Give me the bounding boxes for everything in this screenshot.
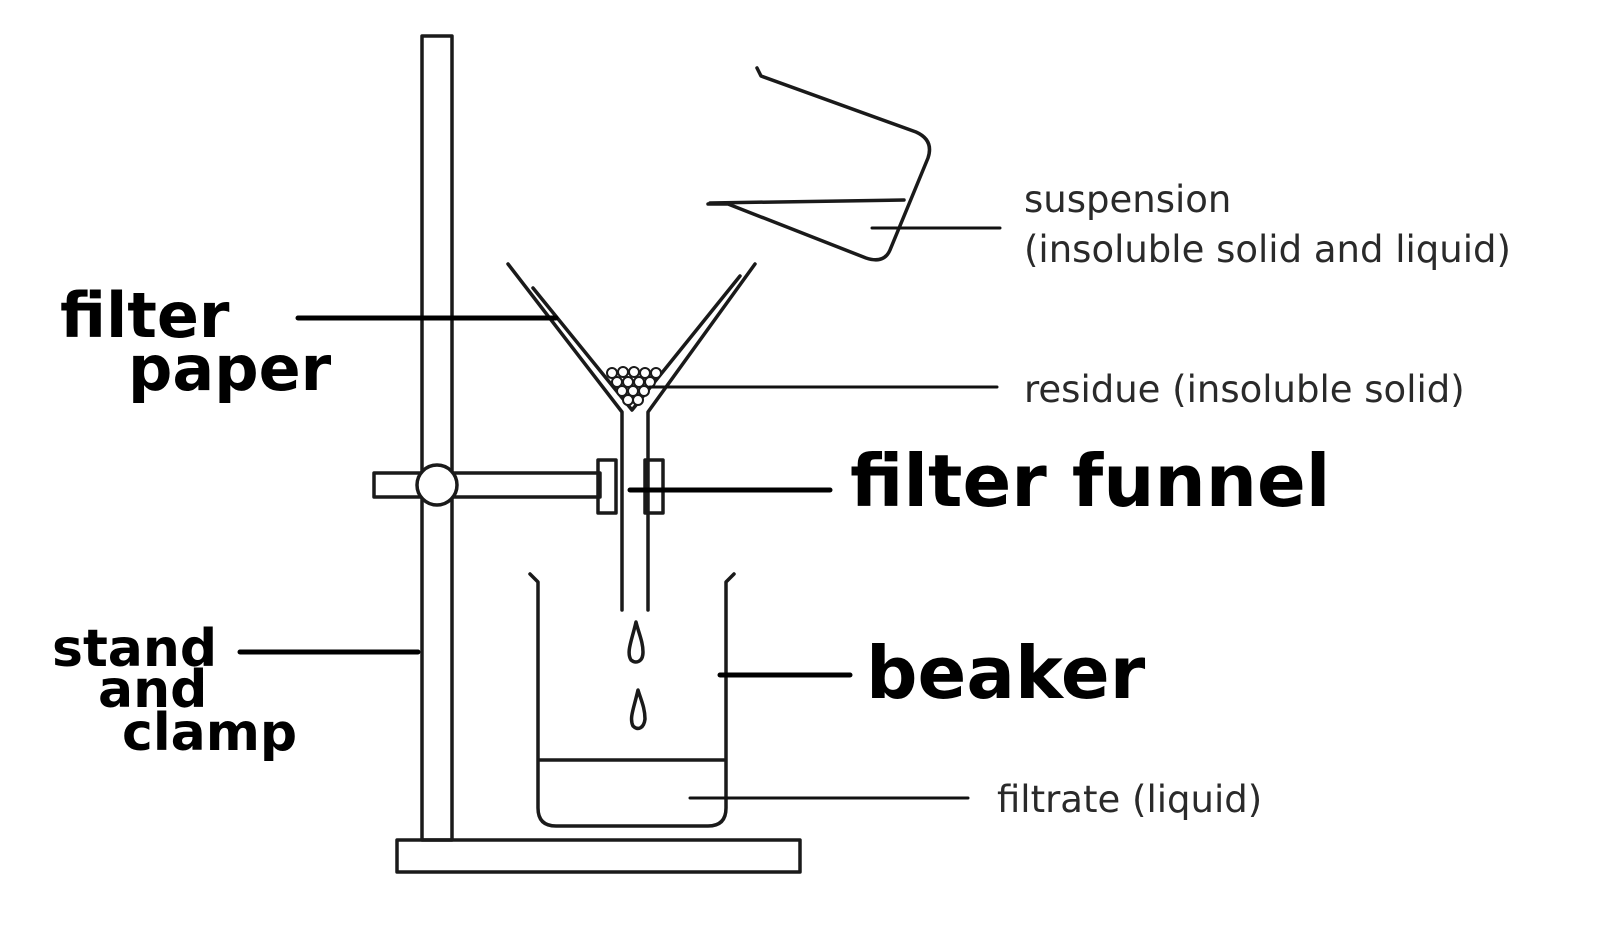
stand-label-line1: stand <box>52 619 217 679</box>
residue-particles <box>606 366 662 406</box>
beaker-label: beaker <box>866 631 1146 715</box>
funnel-outer <box>506 262 624 612</box>
clamp-boss <box>415 463 459 507</box>
filtrate-label: filtrate (liquid) <box>997 778 1262 821</box>
stand-label-line2: and <box>98 660 207 720</box>
stand-label-line3: clamp <box>122 703 297 763</box>
clamp <box>372 458 665 515</box>
stand-rod <box>420 34 454 842</box>
filter-paper-label-line2: paper <box>128 332 332 405</box>
filter-paper-cone <box>531 274 742 412</box>
clamp-jaw-right <box>643 458 665 515</box>
droplet <box>629 688 647 731</box>
filter-funnel-label: filter funnel <box>850 439 1330 523</box>
pouring-beaker <box>706 66 932 262</box>
suspension-surface <box>708 198 906 205</box>
stand-base <box>395 838 802 874</box>
pouring-beaker-outline <box>706 66 932 262</box>
clamp-arm <box>372 471 602 499</box>
filter-paper-label-line1: filter <box>60 279 230 352</box>
clamp-jaw-left <box>596 458 618 515</box>
beaker-outline <box>528 572 736 828</box>
residue-label: residue (insoluble solid) <box>1024 368 1465 411</box>
droplet <box>627 620 645 664</box>
funnel-outer-right <box>646 262 757 612</box>
suspension-label-line2: (insoluble solid and liquid) <box>1024 228 1511 271</box>
suspension-label-line1: suspension <box>1024 178 1231 221</box>
beaker <box>528 572 736 828</box>
filter-funnel <box>506 262 757 612</box>
